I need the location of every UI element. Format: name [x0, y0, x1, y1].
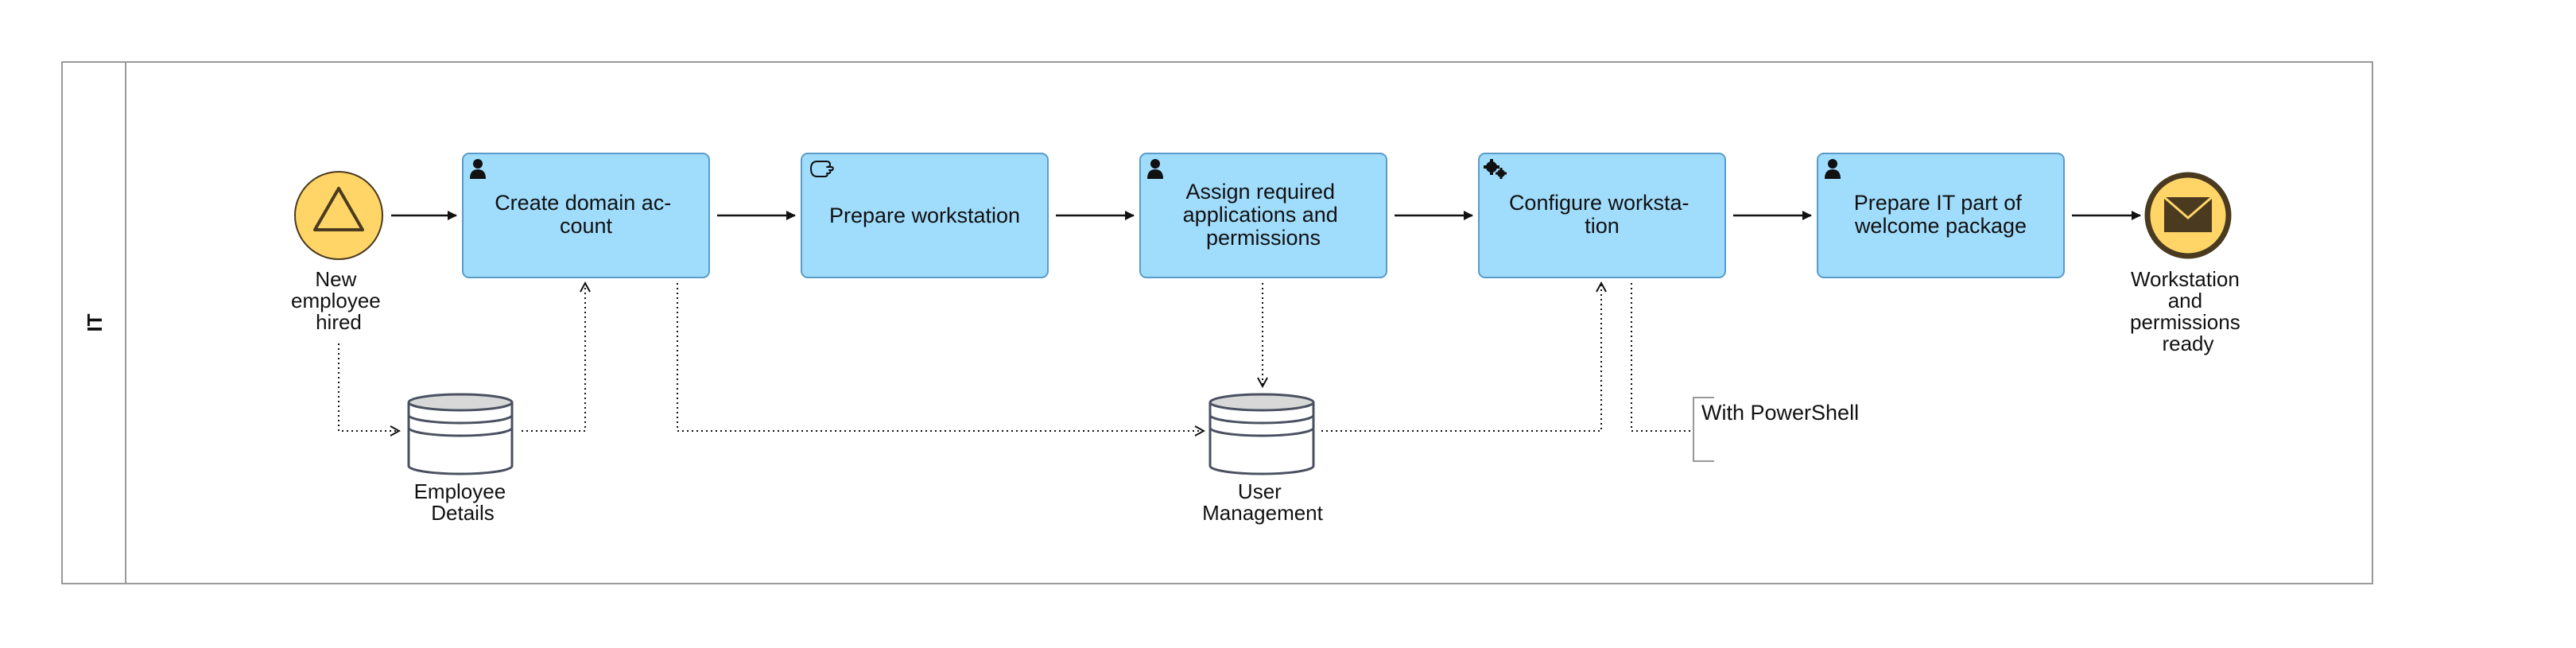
gear-icon — [1484, 159, 1507, 179]
data-store-label: Employee Details — [414, 479, 512, 525]
lane-label: IT — [83, 313, 107, 332]
user-icon — [1147, 159, 1163, 179]
envelope-icon — [2163, 196, 2213, 232]
task-configure-workstation[interactable]: Configure worksta- tion — [1478, 153, 1726, 278]
association-task1-to-store2 — [677, 283, 1204, 431]
task-create-domain-account[interactable]: Create domain ac- count — [462, 153, 710, 278]
association-start-to-store1 — [338, 343, 399, 431]
association-store1-to-task1 — [522, 283, 585, 432]
start-event: New employee hired — [291, 171, 386, 334]
data-store-user-management[interactable]: User Management — [1202, 393, 1324, 525]
data-store-label: User Management — [1202, 479, 1324, 525]
task-label: Configure worksta- tion — [1509, 191, 1695, 238]
task-label: Assign required applications and permiss… — [1183, 180, 1344, 250]
user-icon — [1825, 159, 1841, 179]
start-event-label: New employee hired — [291, 267, 386, 334]
annotation-association — [1631, 283, 1692, 432]
task-prepare-welcome-package[interactable]: Prepare IT part of welcome package — [1817, 153, 2065, 278]
task-prepare-workstation[interactable]: Prepare workstation — [801, 153, 1049, 278]
association-store2-to-task4 — [1321, 283, 1601, 432]
pool: IT — [61, 61, 2373, 584]
data-store-employee-details[interactable]: Employee Details — [407, 393, 514, 525]
text-annotation: With PowerShell — [1693, 397, 1859, 462]
end-event: Workstation and permissions ready — [2130, 172, 2246, 355]
task-label: Create domain ac- count — [495, 191, 677, 238]
end-event-label: Workstation and permissions ready — [2130, 267, 2246, 355]
triangle-icon — [313, 187, 364, 231]
annotation-text: With PowerShell — [1701, 401, 1859, 425]
data-associations — [338, 283, 1692, 432]
user-icon — [470, 159, 486, 179]
task-assign-applications-permissions[interactable]: Assign required applications and permiss… — [1139, 153, 1387, 278]
task-label: Prepare workstation — [829, 204, 1020, 227]
task-label: Prepare IT part of welcome package — [1854, 191, 2028, 238]
manual-hand-icon — [810, 161, 834, 177]
